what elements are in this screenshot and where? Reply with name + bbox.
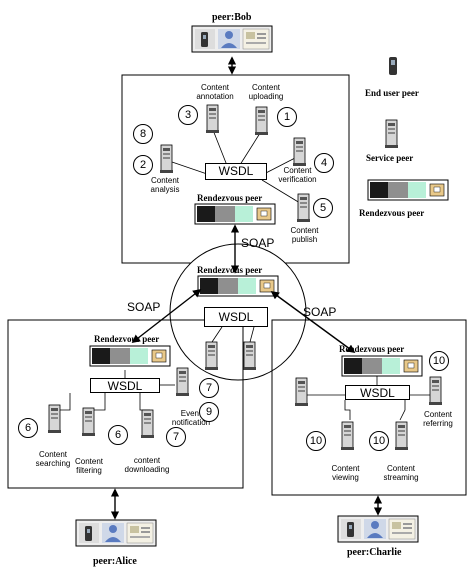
legend-end-user-label: End user peer	[365, 88, 419, 98]
top-connectors	[171, 129, 301, 204]
service-label-content-annotation: Content annotation	[196, 83, 234, 101]
peer-box-bob	[191, 25, 273, 53]
server-content-streaming	[394, 421, 409, 451]
rendezvous-label-left: Rendezvous peer	[94, 334, 160, 344]
service-label-content-publish: Content publish	[290, 226, 319, 244]
server-central-1	[204, 341, 219, 371]
number-badge-1: 1	[277, 107, 297, 127]
service-label-content-verification: Content verification	[278, 166, 317, 184]
right-connectors	[305, 375, 432, 421]
server-content-analysis	[159, 144, 174, 174]
number-badge-9: 9	[199, 402, 219, 422]
peer-label-bob: peer:Bob	[212, 12, 252, 23]
wsdl-center: WSDL	[204, 307, 268, 327]
peer-label-alice: peer:Alice	[93, 556, 137, 567]
wsdl-top: WSDL	[205, 163, 267, 180]
peer-box-charlie	[337, 515, 419, 543]
server-content-downloading	[140, 409, 155, 439]
server-content-searching	[47, 404, 62, 434]
service-label-content-streaming: Content streaming	[383, 464, 419, 482]
rendezvous-center	[197, 275, 279, 297]
server-content-filtering	[81, 407, 96, 437]
server-content-viewing	[340, 421, 355, 451]
number-badge-7a: 7	[166, 427, 186, 447]
rendezvous-label-top: Rendezvous peer	[197, 193, 263, 203]
service-label-content-filtering: Content filtering	[74, 457, 104, 475]
service-label-content-uploading: Content uploading	[248, 83, 284, 101]
server-central-2	[242, 341, 257, 371]
rendezvous-top	[194, 203, 276, 225]
peer-box-alice	[75, 519, 157, 547]
number-badge-8: 8	[133, 124, 153, 144]
server-content-publish	[296, 193, 311, 223]
number-badge-10b: 10	[369, 431, 389, 451]
legend-rendezvous-label: Rendezvous peer	[359, 208, 425, 218]
legend-end-user-icon	[389, 57, 397, 75]
service-label-content-analysis: Content analysis	[150, 176, 180, 194]
number-badge-10a: 10	[306, 431, 326, 451]
service-label-content-downloading: content downloading	[124, 456, 170, 474]
server-right-extra	[294, 377, 309, 407]
right-group-box	[271, 319, 467, 496]
service-label-event-notification: Event notification	[171, 409, 211, 427]
number-badge-7b: 7	[199, 378, 219, 398]
soap-label-right: SOAP	[303, 305, 337, 319]
rendezvous-left	[89, 345, 171, 367]
rendezvous-label-center: Rendezvous peer	[197, 265, 263, 275]
soap-label-left: SOAP	[127, 300, 161, 314]
peer-label-charlie: peer:Charlie	[347, 547, 402, 558]
server-content-annotation	[205, 104, 220, 134]
wsdl-left: WSDL	[90, 378, 160, 393]
service-label-content-referring: Content referring	[423, 410, 453, 428]
server-event-notification	[175, 367, 190, 397]
legend-service-icon	[384, 119, 399, 149]
number-badge-5: 5	[313, 198, 333, 218]
number-badge-3: 3	[178, 105, 198, 125]
legend-rendezvous-icon	[367, 179, 449, 201]
number-badge-2: 2	[133, 155, 153, 175]
number-badge-10c: 10	[429, 351, 449, 371]
server-content-referring	[428, 376, 443, 406]
number-badge-6b: 6	[108, 425, 128, 445]
wsdl-right: WSDL	[345, 385, 410, 400]
rendezvous-label-right: Rendezvous peer	[339, 344, 405, 354]
server-content-verification	[292, 137, 307, 167]
number-badge-6a: 6	[18, 418, 38, 438]
soap-label-top: SOAP	[241, 236, 275, 250]
service-label-content-searching: Content searching	[35, 450, 71, 468]
number-badge-4: 4	[314, 153, 334, 173]
service-label-content-viewing: Content viewing	[331, 464, 360, 482]
left-group-box	[7, 319, 244, 489]
legend-service-label: Service peer	[366, 153, 414, 163]
rendezvous-right	[341, 355, 423, 377]
arrows	[110, 56, 383, 520]
server-content-uploading	[254, 106, 269, 136]
